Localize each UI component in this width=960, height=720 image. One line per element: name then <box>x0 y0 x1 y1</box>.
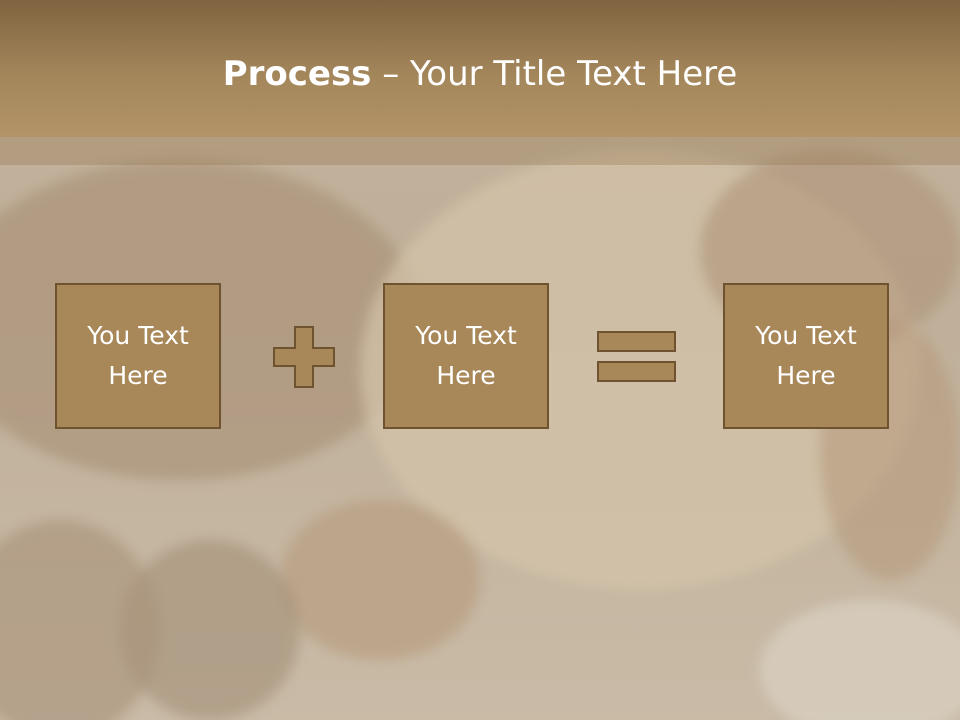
process-box-3-text: You Text Here <box>755 321 857 390</box>
slide-title[interactable]: Process – Your Title Text Here <box>0 54 960 94</box>
title-bar <box>0 0 960 137</box>
process-box-2[interactable]: You Text Here <box>383 283 549 429</box>
title-bar-strip <box>0 137 960 165</box>
process-box-3[interactable]: You Text Here <box>723 283 889 429</box>
process-box-2-text: You Text Here <box>415 321 517 390</box>
title-rest: – Your Title Text Here <box>371 54 738 94</box>
process-box-1[interactable]: You Text Here <box>55 283 221 429</box>
process-box-1-text: You Text Here <box>87 321 189 390</box>
title-bold: Process <box>222 54 372 94</box>
